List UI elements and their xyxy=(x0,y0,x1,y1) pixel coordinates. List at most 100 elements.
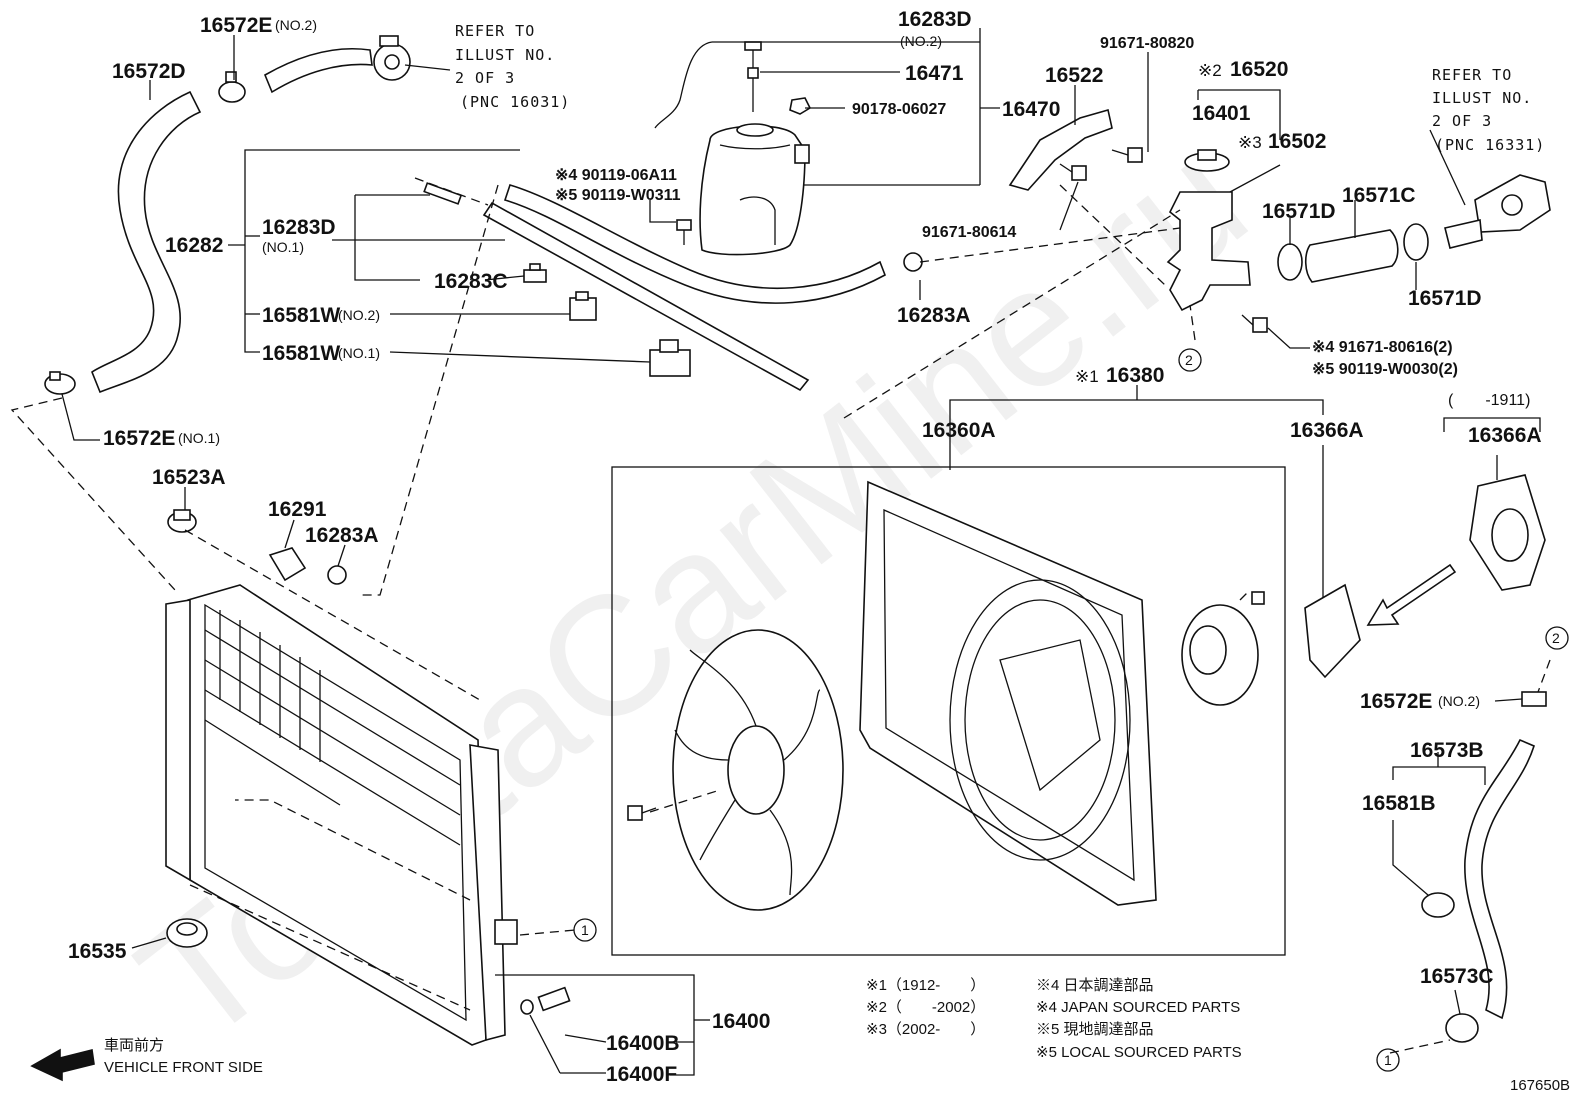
fan-motor[interactable] xyxy=(1181,591,1265,706)
reservoir-tank[interactable] xyxy=(699,123,810,256)
nut-90178[interactable] xyxy=(789,97,812,115)
hose-clamp-no1[interactable] xyxy=(44,371,76,395)
mount-cushion-16523A[interactable] xyxy=(167,509,197,533)
reservoir-bracket[interactable] xyxy=(1008,108,1113,191)
label-16572E-no2-right[interactable]: 16572E xyxy=(1360,690,1432,713)
ref-circle-2-right: 2 xyxy=(1545,626,1569,650)
label-16283D-no2[interactable]: 16283D xyxy=(898,8,972,31)
label-16291[interactable]: 16291 xyxy=(268,498,327,521)
footnotes: ※1（1912- ） ※2（ -2002） ※3（2002- ） ※4 日本調達… xyxy=(866,977,1242,1061)
label-16283A-top[interactable]: 16283A xyxy=(897,304,971,327)
bolt-90119[interactable] xyxy=(676,219,692,245)
svg-text:※3: ※3 xyxy=(1238,133,1262,152)
clamp-16581W-no1[interactable] xyxy=(649,339,691,377)
label-16571D-a[interactable]: 16571D xyxy=(1262,200,1336,223)
lower-radiator-hose[interactable] xyxy=(1464,738,1535,1020)
mount-cushion-16535[interactable] xyxy=(166,918,208,948)
label-16283D-no1[interactable]: 16283D xyxy=(262,216,336,239)
bolt-91671-80616[interactable] xyxy=(1241,314,1268,333)
hose-pin[interactable] xyxy=(423,182,463,205)
label-16523A[interactable]: 16523A xyxy=(152,466,226,489)
label-16366A-b[interactable]: 16366A xyxy=(1468,424,1542,447)
label-16581W-no1[interactable]: 16581W xyxy=(262,342,340,365)
svg-text:(NO.1): (NO.1) xyxy=(262,239,304,255)
label-90178-06027[interactable]: 90178-06027 xyxy=(852,101,946,118)
reservoir-overflow-hose[interactable] xyxy=(654,41,713,129)
label-16401[interactable]: 16401 xyxy=(1192,102,1251,125)
fan-screw[interactable] xyxy=(627,805,657,821)
svg-text:※4 日本調達部品: ※4 日本調達部品 xyxy=(1036,977,1154,994)
label-16581W-no2[interactable]: 16581W xyxy=(262,304,340,327)
clamp-16283A-top[interactable] xyxy=(903,252,923,272)
label-16366A-a[interactable]: 16366A xyxy=(1290,419,1364,442)
water-outlet-housing[interactable] xyxy=(373,35,411,81)
label-16400B[interactable]: 16400B xyxy=(606,1032,680,1055)
filler-neck[interactable] xyxy=(1166,191,1251,312)
label-91671-80820[interactable]: 91671-80820 xyxy=(1100,35,1194,52)
clamp-16581B[interactable] xyxy=(1421,892,1455,918)
label-16520[interactable]: 16520 xyxy=(1230,58,1288,81)
ref-circle-1-right: 1 xyxy=(1376,1048,1400,1072)
vehicle-front-note: 車両前方 VEHICLE FRONT SIDE xyxy=(104,1037,263,1076)
label-16581B[interactable]: 16581B xyxy=(1362,792,1436,815)
svg-text:REFER TO: REFER TO xyxy=(1432,66,1512,84)
overflow-pipe[interactable] xyxy=(482,201,810,392)
water-inlet-housing[interactable] xyxy=(1444,174,1551,249)
label-16400F[interactable]: 16400F xyxy=(606,1063,677,1086)
label-90119-W0030[interactable]: ※5 90119-W0030(2) xyxy=(1312,361,1458,378)
diagram-id: 167650B xyxy=(1510,1077,1570,1094)
label-16572D[interactable]: 16572D xyxy=(112,60,186,83)
drain-plug-16400B[interactable] xyxy=(537,986,571,1012)
label-16283A-bottom[interactable]: 16283A xyxy=(305,524,379,547)
bolt-91671-80614[interactable] xyxy=(1059,163,1087,181)
long-overflow-hose[interactable] xyxy=(503,184,886,304)
outlet-pipe[interactable] xyxy=(263,47,373,94)
label-91671-80616[interactable]: ※4 91671-80616(2) xyxy=(1312,339,1453,356)
fan-gasket-16366A[interactable] xyxy=(1469,474,1546,591)
clamp-16573C[interactable] xyxy=(1445,1013,1479,1043)
label-16502[interactable]: 16502 xyxy=(1268,130,1326,153)
fan-seal-pad[interactable] xyxy=(1304,583,1361,679)
label-16380[interactable]: 16380 xyxy=(1106,364,1164,387)
label-90119-W0311[interactable]: ※5 90119-W0311 xyxy=(555,187,681,204)
hose-clamp-no2-top[interactable] xyxy=(218,71,246,103)
svg-text:2: 2 xyxy=(1185,352,1193,368)
clamp-16571D-b[interactable] xyxy=(1403,223,1429,261)
svg-text:※4 JAPAN SOURCED PARTS: ※4 JAPAN SOURCED PARTS xyxy=(1036,999,1240,1016)
label-16572E-no1[interactable]: 16572E xyxy=(103,427,175,450)
radiator-cap[interactable] xyxy=(1184,149,1230,172)
clamp-16571D-a[interactable] xyxy=(1277,243,1303,281)
label-16572E-no2-top[interactable]: 16572E xyxy=(200,14,272,37)
label-16282[interactable]: 16282 xyxy=(165,234,223,257)
bypass-hose[interactable] xyxy=(1304,229,1399,283)
drain-cock-16291[interactable] xyxy=(268,547,347,585)
label-16571D-b[interactable]: 16571D xyxy=(1408,287,1482,310)
bolt-91671-80820[interactable] xyxy=(1111,147,1143,163)
radiator-core[interactable] xyxy=(165,584,518,1046)
svg-text:(NO.1): (NO.1) xyxy=(178,430,220,446)
svg-text:1: 1 xyxy=(1384,1052,1392,1068)
reservoir-cap[interactable] xyxy=(744,41,762,112)
clamp-16572E-no2-right[interactable] xyxy=(1521,691,1547,707)
label-16573C[interactable]: 16573C xyxy=(1420,965,1494,988)
clamp-16581W-no2[interactable] xyxy=(569,291,597,321)
svg-text:(PNC 16031): (PNC 16031) xyxy=(460,93,570,111)
svg-text:(NO.2): (NO.2) xyxy=(1438,693,1480,709)
label-16573B[interactable]: 16573B xyxy=(1410,739,1484,762)
label-16360A[interactable]: 16360A xyxy=(922,419,996,442)
o-ring-16400F[interactable] xyxy=(520,999,534,1015)
label-16571C[interactable]: 16571C xyxy=(1342,184,1416,207)
cooling-fan[interactable] xyxy=(672,629,844,911)
clip-16283C[interactable] xyxy=(523,263,547,283)
label-16400[interactable]: 16400 xyxy=(712,1010,770,1033)
label-91671-80614[interactable]: 91671-80614 xyxy=(922,224,1016,241)
label-16471[interactable]: 16471 xyxy=(905,62,964,85)
fan-shroud[interactable] xyxy=(859,480,1157,906)
upper-radiator-hose[interactable] xyxy=(91,90,202,394)
label-16283C[interactable]: 16283C xyxy=(434,270,508,293)
label-16522[interactable]: 16522 xyxy=(1045,64,1103,87)
label-16470[interactable]: 16470 xyxy=(1002,98,1060,121)
label-16535[interactable]: 16535 xyxy=(68,940,127,963)
svg-text:( -1911): ( -1911) xyxy=(1448,392,1530,409)
label-90119-06A11[interactable]: ※4 90119-06A11 xyxy=(555,167,677,184)
